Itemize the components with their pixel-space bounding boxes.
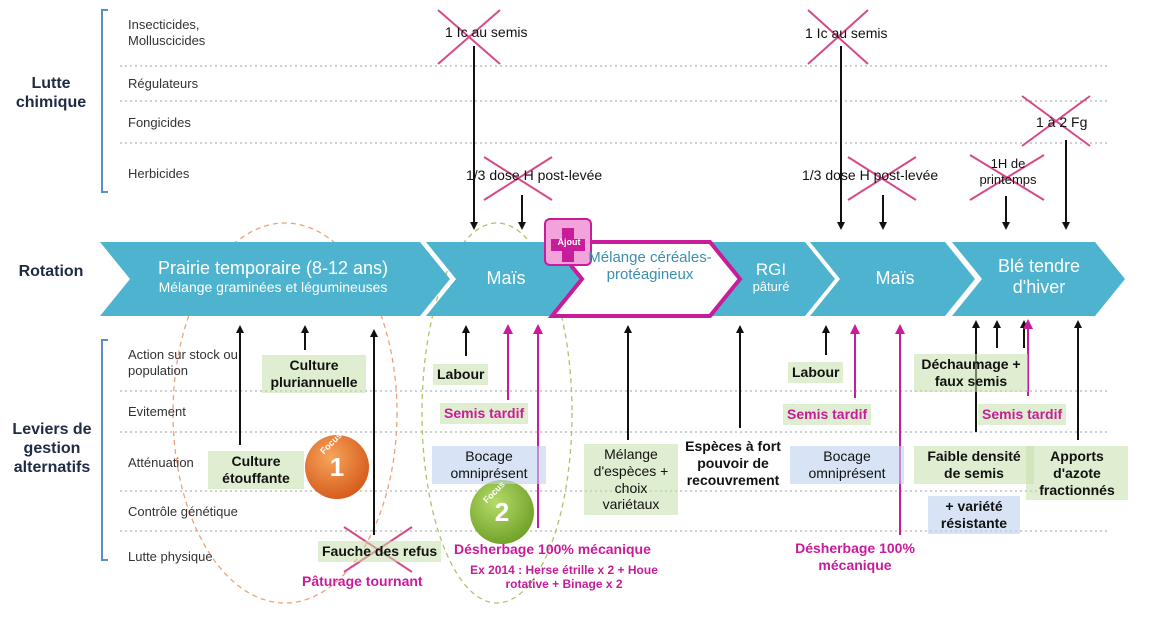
chevron-prairie <box>100 242 450 316</box>
rotation-mais2: Maïs <box>875 268 915 288</box>
rotation-prairie: Prairie temporaire (8-12 ans) Mélange gr… <box>128 258 418 295</box>
chevron-mais2 <box>810 242 975 316</box>
prairie-ellipse <box>172 222 398 604</box>
lever-ex2014: Ex 2014 : Herse étrille x 2 + Houe rotat… <box>470 563 658 592</box>
chevron-rgi <box>712 242 835 316</box>
cat-herbicides: Herbicides <box>128 166 190 181</box>
lever-bocage-2: Bocage omniprésent <box>790 446 904 484</box>
section-levers: Leviers de gestion alternatifs <box>12 421 92 477</box>
lever-desherbage-2: Désherbage 100% mécanique <box>795 540 915 573</box>
focus-2-ball <box>470 480 534 544</box>
ajout-label: Ajout <box>557 237 581 247</box>
rotation-rgi-sub: pâturé <box>752 278 790 294</box>
lever-fauche: Fauche des refus <box>318 541 442 562</box>
chemical-arrows <box>470 46 1070 230</box>
lever-labour-2: Labour <box>788 362 844 383</box>
label-h-mais2: 1/3 dose H post-levée <box>802 167 939 183</box>
ajout-plus-h <box>551 239 585 251</box>
cat-stock: Action sur stock ou population <box>128 347 238 378</box>
label-h-printemps: 1H de printemps <box>979 156 1037 187</box>
label-fg: 1 à 2 Fg <box>1036 114 1088 130</box>
cat-physical: Lutte physique <box>128 549 213 564</box>
rotation-ble: Blé tendre d'hiver <box>997 256 1081 297</box>
levers-bracket <box>101 339 108 561</box>
lever-faible-densite: Faible densité de semis <box>914 446 1034 484</box>
rotation-prairie-sub: Mélange graminées et légumineuses <box>158 278 388 295</box>
rotation-rgi: RGI pâturé <box>736 260 806 294</box>
lever-especes: Espèces à fort pouvoir de recouvrement <box>685 438 781 488</box>
lever-culture-pluri: Culture pluriannuelle <box>262 355 366 393</box>
focus-2-number: 2 <box>494 497 510 527</box>
cat-fungicides: Fongicides <box>128 115 191 130</box>
chevron-ble <box>952 242 1125 316</box>
label-ic-mais1: 1 Ic au semis <box>445 24 528 40</box>
lever-melange-esp: Mélange d'espèces + choix variétaux <box>584 444 678 516</box>
lever-variete: + variété résistante <box>928 496 1020 534</box>
rotation-melange: Mélange céréales-protéagineux <box>588 249 712 284</box>
lever-semis-tardif-1: Semis tardif <box>440 403 529 424</box>
mais-ellipse <box>421 222 573 604</box>
cat-genetic: Contrôle génétique <box>128 504 238 519</box>
lever-labour-1: Labour <box>433 364 489 385</box>
focus-1-ball <box>305 435 369 499</box>
chemical-bracket <box>101 9 108 193</box>
lever-culture-etouff: Culture étouffante <box>208 451 304 489</box>
chemical-grid-lines <box>120 65 1108 144</box>
lever-semis-tardif-2: Semis tardif <box>783 404 872 425</box>
lever-dechaumage: Déchaumage + faux semis <box>914 354 1028 392</box>
lever-apports: Apports d'azote fractionnés <box>1026 446 1128 501</box>
cat-attenuation: Atténuation <box>128 455 194 470</box>
section-chemical: Lutte chimique <box>15 75 87 112</box>
rotation-prairie-title: Prairie temporaire (8-12 ans) <box>157 258 389 278</box>
lever-desherbage-1: Désherbage 100% mécanique <box>454 541 651 557</box>
section-rotation: Rotation <box>18 263 84 280</box>
cat-insecticides: Insecticides, Molluscicides <box>128 17 206 48</box>
lever-paturage: Pâturage tournant <box>302 573 423 589</box>
lever-semis-tardif-3: Semis tardif <box>978 404 1067 425</box>
rotation-mais1: Maïs <box>486 268 526 288</box>
label-ic-mais2: 1 Ic au semis <box>805 25 888 41</box>
label-h-mais1: 1/3 dose H post-levée <box>466 167 603 183</box>
lever-bocage-1: Bocage omniprésent <box>432 446 546 484</box>
chevron-melange <box>547 240 743 318</box>
cat-regulators: Régulateurs <box>128 76 199 91</box>
rotation-rgi-title: RGI <box>755 260 787 279</box>
lever-arrows-magenta <box>503 319 1033 535</box>
cat-avoidance: Evitement <box>128 404 186 419</box>
cross-marks <box>343 9 1091 573</box>
focus-1-number: 1 <box>329 452 345 482</box>
